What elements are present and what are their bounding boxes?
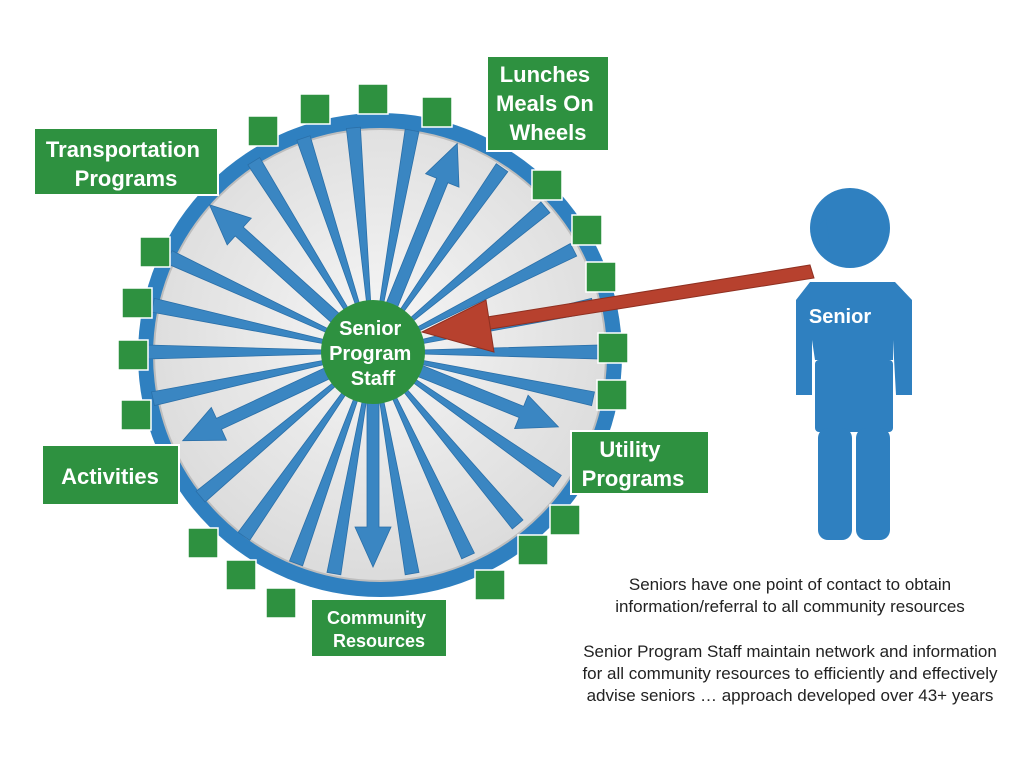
hub-line-1: Senior <box>339 318 401 340</box>
rim-square <box>357 83 389 115</box>
lunches-line-1: Lunches <box>500 62 590 87</box>
caption-network: Senior Program Staff maintain network an… <box>560 641 1020 707</box>
rim-square <box>517 534 549 566</box>
caption-contact-line-2: information/referral to all community re… <box>615 597 965 616</box>
rim-square <box>474 569 506 601</box>
hub-label: Senior Program Staff <box>329 318 417 390</box>
caption-contact-line-1: Seniors have one point of contact to obt… <box>628 575 952 594</box>
spoke-arrow <box>414 363 560 430</box>
rim-square <box>187 527 219 559</box>
rim-square <box>121 287 153 319</box>
lunches-line-3: Wheels <box>509 120 586 145</box>
person-torso <box>796 282 912 395</box>
spoke-arrow <box>354 399 392 568</box>
person-right-leg <box>856 428 890 540</box>
utility-line-2: Programs <box>582 466 685 491</box>
caption-network-line-2: for all community resources to efficient… <box>582 664 998 683</box>
lunches-meals-on-wheels-box: Lunches Meals On Wheels <box>486 55 610 152</box>
svg-text:Community Resources: Community Resources <box>327 608 431 651</box>
rim-square <box>265 587 297 619</box>
hub-circle <box>321 300 425 404</box>
person-hips <box>815 360 893 432</box>
spoke-arrow <box>208 204 342 325</box>
red-arrow <box>420 264 815 353</box>
rim-square <box>247 115 279 147</box>
activities-box: Activities <box>41 444 180 506</box>
rim-square <box>120 399 152 431</box>
person-left-leg <box>818 428 852 540</box>
rim-square <box>597 332 629 364</box>
senior-person-figure: Senior <box>796 188 912 540</box>
svg-text:Transportation Programs: Transportation Programs <box>46 137 206 191</box>
activities-label: Activities <box>61 464 159 489</box>
hub-line-2: Program <box>329 343 411 365</box>
rim-square <box>585 261 617 293</box>
lunches-line-2: Meals On <box>496 91 594 116</box>
rim-square <box>117 339 149 371</box>
rim-square <box>531 169 563 201</box>
utility-line-1: Utility <box>599 437 661 462</box>
rim-square <box>139 236 171 268</box>
rim-square <box>596 379 628 411</box>
community-resources-box: Community Resources <box>310 598 448 658</box>
hub-line-3: Staff <box>351 368 396 390</box>
caption-contact: Seniors have one point of contact to obt… <box>560 574 1020 618</box>
rim-square <box>549 504 581 536</box>
caption-network-line-3: advise seniors … approach developed over… <box>586 686 994 705</box>
svg-text:Utility Programs: Utility Programs <box>582 437 685 491</box>
senior-label: Senior <box>809 306 871 328</box>
person-head <box>810 188 890 268</box>
svg-text:Lunches Meals On W: Lunches Meals On Wheels <box>496 62 600 145</box>
rim-squares <box>117 83 629 619</box>
transportation-programs-box: Transportation Programs <box>33 127 219 196</box>
transportation-line-2: Programs <box>75 166 178 191</box>
community-line-1: Community <box>327 608 426 628</box>
person-cap-brim <box>812 218 830 246</box>
community-line-2: Resources <box>333 631 425 651</box>
rim-square <box>571 214 603 246</box>
wheel-spokes <box>147 126 599 576</box>
transportation-line-1: Transportation <box>46 137 200 162</box>
rim-square <box>299 93 331 125</box>
rim-square <box>225 559 257 591</box>
rim-square <box>421 96 453 128</box>
spoke-arrow <box>181 366 333 442</box>
utility-programs-box: Utility Programs <box>570 430 710 495</box>
caption-network-line-1: Senior Program Staff maintain network an… <box>583 642 997 661</box>
spoke-arrow <box>384 142 460 311</box>
